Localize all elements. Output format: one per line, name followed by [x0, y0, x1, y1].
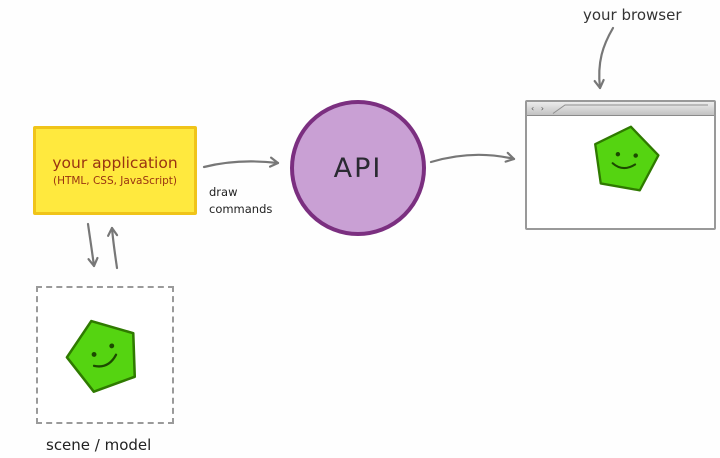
arrow-scene-to-app	[106, 226, 119, 270]
application-subtitle: (HTML, CSS, JavaScript)	[52, 175, 178, 187]
pentagon-shape	[594, 125, 660, 192]
draw-commands-label: draw commands	[209, 185, 273, 217]
scene-model-box	[36, 286, 174, 424]
arrow-app-to-scene	[86, 222, 99, 268]
scene-model-label: scene / model	[46, 436, 152, 454]
arrow-app-to-api	[202, 156, 280, 169]
scene-pentagon-smiley-icon	[65, 319, 137, 393]
tab-outline-icon	[552, 104, 708, 114]
browser-pentagon-smiley-icon	[594, 125, 660, 192]
api-node: API	[290, 100, 426, 236]
application-title: your application	[52, 154, 178, 172]
smiley-face	[91, 343, 118, 368]
api-label: API	[333, 152, 383, 184]
browser-window: ‹ ›	[525, 100, 716, 230]
arrow-api-to-browser	[429, 151, 516, 164]
application-box: your application (HTML, CSS, JavaScript)	[33, 126, 197, 215]
smiley-face	[611, 152, 638, 170]
arrow-label-to-browser	[593, 26, 615, 90]
back-forward-icon: ‹ ›	[531, 103, 546, 113]
your-browser-label: your browser	[583, 6, 682, 24]
browser-toolbar: ‹ ›	[527, 102, 714, 116]
pentagon-shape	[65, 319, 137, 393]
